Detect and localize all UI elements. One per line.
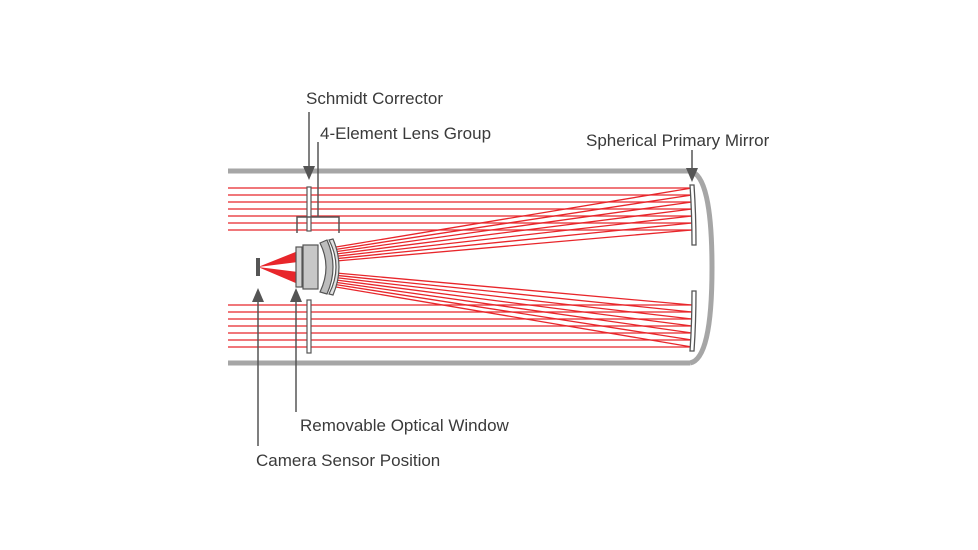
label-camera-sensor: Camera Sensor Position — [256, 451, 440, 470]
reflected-ray-upper — [335, 215, 693, 257]
focus-cone-upper — [258, 251, 298, 267]
reflected-ray-upper — [335, 229, 693, 262]
focus-cone-lower — [258, 267, 298, 284]
reflected-ray-lower — [335, 279, 693, 327]
label-optical-window: Removable Optical Window — [300, 416, 510, 435]
lens-assembly — [295, 238, 340, 296]
label-lens-group: 4-Element Lens Group — [320, 124, 491, 143]
mirror-upper-half — [689, 184, 697, 246]
callouts — [252, 112, 698, 446]
corrector-plate-lower — [306, 299, 312, 354]
camera-sensor — [256, 258, 260, 276]
reflected-ray-lower — [335, 272, 693, 306]
light-rays — [228, 187, 693, 348]
schmidt-corrector-plate — [306, 186, 312, 354]
lens-element-3 — [319, 239, 334, 295]
corrector-plate-upper — [306, 186, 312, 232]
spherical-primary-mirror — [689, 184, 697, 352]
callout-arrow-schmidt — [303, 166, 315, 180]
reflected-ray-lower — [335, 274, 693, 313]
label-schmidt-corrector: Schmidt Corrector — [306, 89, 443, 108]
label-primary-mirror: Spherical Primary Mirror — [586, 131, 770, 150]
focus-fan — [258, 251, 298, 284]
reflected-ray-lower — [335, 277, 693, 320]
callout-arrow-mirror — [686, 168, 698, 182]
callout-arrow-sensor — [252, 288, 264, 302]
mirror-lower-half — [689, 290, 697, 352]
tube-rear-cap — [689, 168, 715, 366]
telescope-tube — [228, 168, 715, 366]
lens-element-4 — [328, 238, 340, 296]
lens-element-1 — [295, 246, 303, 288]
reflected-ray-upper — [335, 222, 693, 260]
reflected-ray-upper — [335, 208, 693, 255]
callout-arrow-window — [290, 288, 302, 302]
reflected-ray-upper — [335, 201, 693, 253]
lens-element-2 — [302, 244, 319, 290]
reflected-ray-lower — [335, 281, 693, 334]
reflected-ray-upper — [335, 187, 693, 248]
reflected-ray-lower — [335, 284, 693, 341]
reflected-ray-upper — [335, 194, 693, 250]
reflected-ray-lower — [335, 286, 693, 348]
